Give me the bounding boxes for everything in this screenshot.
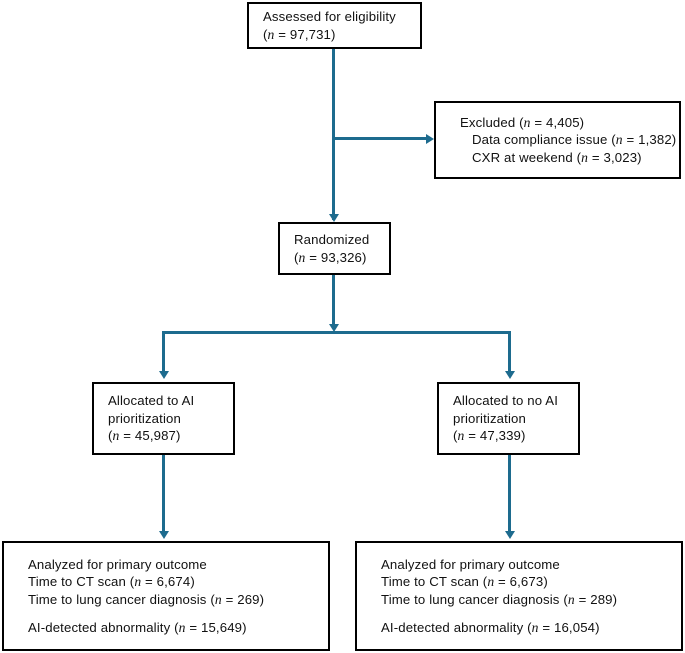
analyzed-no-ai-time-to-diagnosis: Time to lung cancer diagnosis (n = 289) [381,591,618,607]
connector-allocated-no-ai-to-analyzed [508,455,511,534]
n-italic: n [615,132,623,148]
n-italic: n [487,574,495,589]
analyzed-no-ai-abnormality: AI-detected abnormality (n = 16,054) [381,620,600,635]
node-randomized: Randomized (n = 93,326) [278,222,391,275]
arrowhead-into-split-bar [328,324,339,332]
arrowhead-into-analyzed-ai [158,531,169,539]
arrowhead-into-excluded [426,133,434,144]
n-italic: n [267,26,275,42]
analyzed-ai-heading: Analyzed for primary outcome [28,556,207,572]
allocated-ai-line2: prioritization [108,410,181,426]
connector-allocated-ai-to-analyzed [162,455,165,534]
arrowhead-into-allocated-no-ai [504,371,515,379]
excluded-data-compliance: Data compliance issue (n = 1,382) [472,132,677,148]
node-excluded: Excluded (n = 4,405) Data compliance iss… [434,101,681,179]
allocated-no-ai-line2: prioritization [453,410,526,426]
n-italic: n [567,591,575,607]
node-analyzed-no-ai-arm: Analyzed for primary outcome Time to CT … [355,541,683,651]
allocated-ai-count: (n = 45,987) [108,428,181,444]
excluded-total: Excluded (n = 4,405) [460,114,585,130]
assessed-label: Assessed for eligibility [263,9,396,24]
randomized-label: Randomized [294,232,370,247]
n-italic: n [134,574,142,589]
assessed-count: (n = 97,731) [263,26,336,42]
connector-to-excluded [332,137,429,140]
analyzed-no-ai-time-to-ct: Time to CT scan (n = 6,673) [381,574,548,589]
n-italic: n [178,620,186,635]
allocated-no-ai-count: (n = 47,339) [453,428,526,444]
arrowhead-into-analyzed-no-ai [504,531,515,539]
node-analyzed-ai-arm: Analyzed for primary outcome Time to CT … [2,541,330,651]
allocated-ai-line1: Allocated to AI [108,393,195,409]
node-assessed-for-eligibility: Assessed for eligibility (n = 97,731) [247,2,422,49]
analyzed-ai-abnormality: AI-detected abnormality (n = 15,649) [28,620,247,635]
n-italic: n [298,249,306,265]
randomized-count: (n = 93,326) [294,249,367,265]
n-italic: n [531,620,539,635]
allocated-no-ai-line1: Allocated to no AI [453,393,559,409]
n-italic: n [523,114,531,130]
arrowhead-into-allocated-ai [158,371,169,379]
excluded-cxr-weekend: CXR at weekend (n = 3,023) [472,149,642,165]
n-italic: n [457,428,465,444]
n-italic: n [112,428,120,444]
connector-split-to-allocated-ai [162,331,165,375]
split-bar-horizontal [162,331,511,334]
n-italic: n [214,591,222,607]
connector-randomized-to-split [332,275,335,329]
analyzed-ai-time-to-ct: Time to CT scan (n = 6,674) [28,574,195,589]
node-allocated-no-ai-prioritization: Allocated to no AI prioritization (n = 4… [437,382,580,455]
analyzed-ai-time-to-diagnosis: Time to lung cancer diagnosis (n = 269) [28,591,265,607]
arrowhead-into-randomized [328,214,339,222]
connector-assessed-to-randomized [332,48,335,220]
analyzed-no-ai-heading: Analyzed for primary outcome [381,556,560,572]
node-allocated-ai-prioritization: Allocated to AI prioritization (n = 45,9… [92,382,235,455]
n-italic: n [581,149,589,165]
connector-split-to-allocated-no-ai [508,331,511,375]
